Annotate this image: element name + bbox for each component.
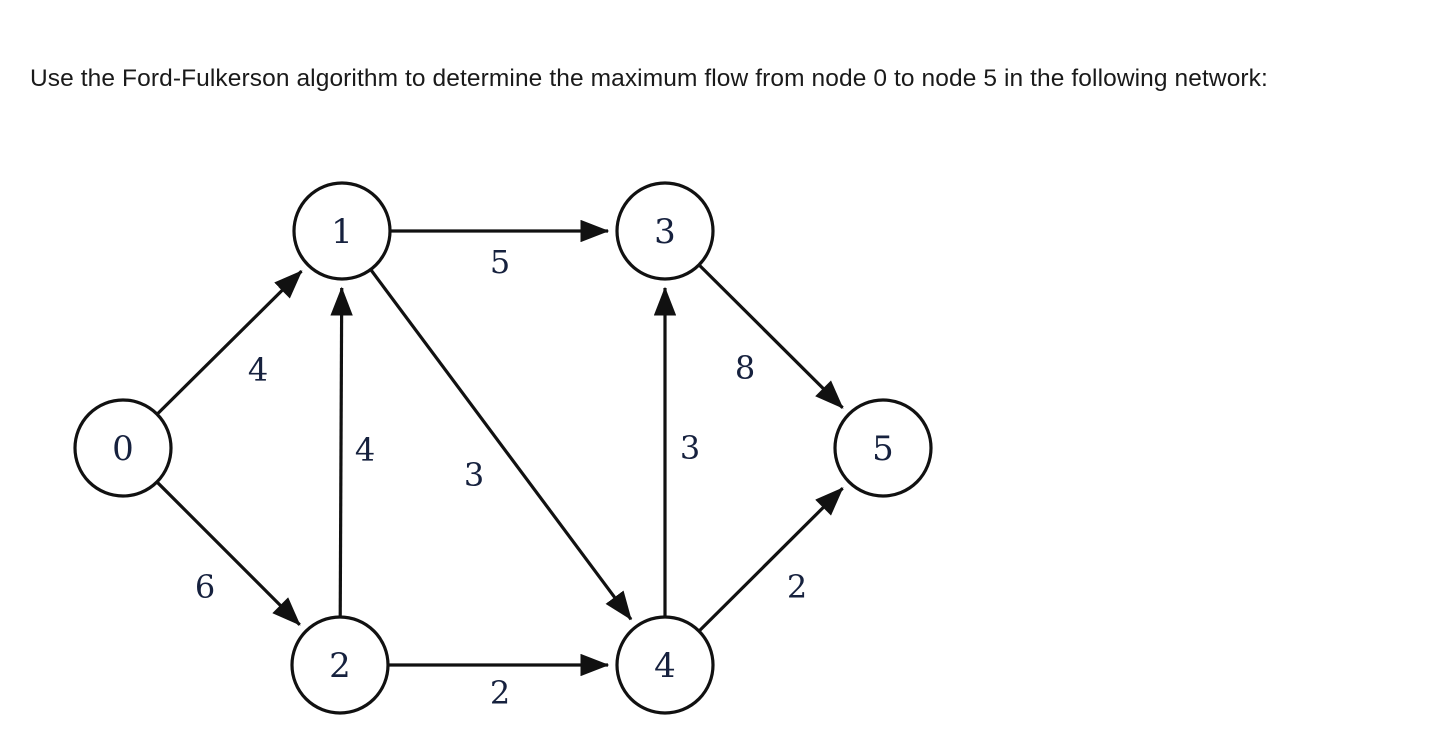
edge-capacity-3-5: 8 (735, 349, 755, 387)
graph-node-5[interactable]: 5 (833, 398, 933, 498)
node-circle-5[interactable] (833, 398, 933, 498)
edge-3-to-5 (697, 263, 844, 409)
graph-node-0[interactable]: 0 (73, 398, 173, 498)
edge-0-to-1 (155, 269, 303, 416)
edge-0-to-2 (155, 480, 301, 626)
node-circle-0[interactable] (73, 398, 173, 498)
graph-node-1[interactable]: 1 (292, 181, 392, 281)
network-diagram: 4 6 4 5 3 2 3 8 2 0 1 2 3 4 5 (73, 181, 933, 715)
node-label-5: 5 (872, 429, 894, 469)
node-label-2: 2 (329, 646, 351, 686)
edge-labels-layer: 4 6 4 5 3 2 3 8 2 (195, 243, 807, 712)
node-label-3: 3 (654, 212, 676, 252)
node-circle-1[interactable] (292, 181, 392, 281)
node-circle-2[interactable] (290, 615, 390, 715)
edge-4-to-5 (697, 487, 844, 633)
graph-node-3[interactable]: 3 (615, 181, 715, 281)
nodes-layer: 0 1 2 3 4 5 (73, 181, 933, 715)
graph-node-2[interactable]: 2 (290, 615, 390, 715)
edge-capacity-2-4: 2 (490, 674, 510, 712)
question-prompt: Use the Ford-Fulkerson algorithm to dete… (30, 65, 1268, 92)
edge-capacity-0-1: 4 (248, 351, 268, 389)
node-label-1: 1 (331, 212, 353, 252)
edge-capacity-0-2: 6 (195, 568, 215, 606)
node-circle-4[interactable] (615, 615, 715, 715)
edge-capacity-4-5: 2 (787, 568, 807, 606)
flow-network-figure: 4 6 4 5 3 2 3 8 2 0 1 2 3 4 5 (0, 155, 1436, 752)
edges-layer (155, 219, 844, 677)
edge-capacity-1-3: 5 (490, 243, 510, 281)
node-label-4: 4 (654, 646, 676, 686)
edge-capacity-2-1: 4 (355, 431, 375, 469)
graph-node-4[interactable]: 4 (615, 615, 715, 715)
edge-capacity-1-4: 3 (464, 456, 484, 494)
node-label-0: 0 (112, 429, 134, 469)
edge-2-to-1 (330, 286, 353, 618)
edge-capacity-4-3: 3 (680, 429, 700, 467)
edge-1-to-4 (369, 268, 633, 621)
node-circle-3[interactable] (615, 181, 715, 281)
